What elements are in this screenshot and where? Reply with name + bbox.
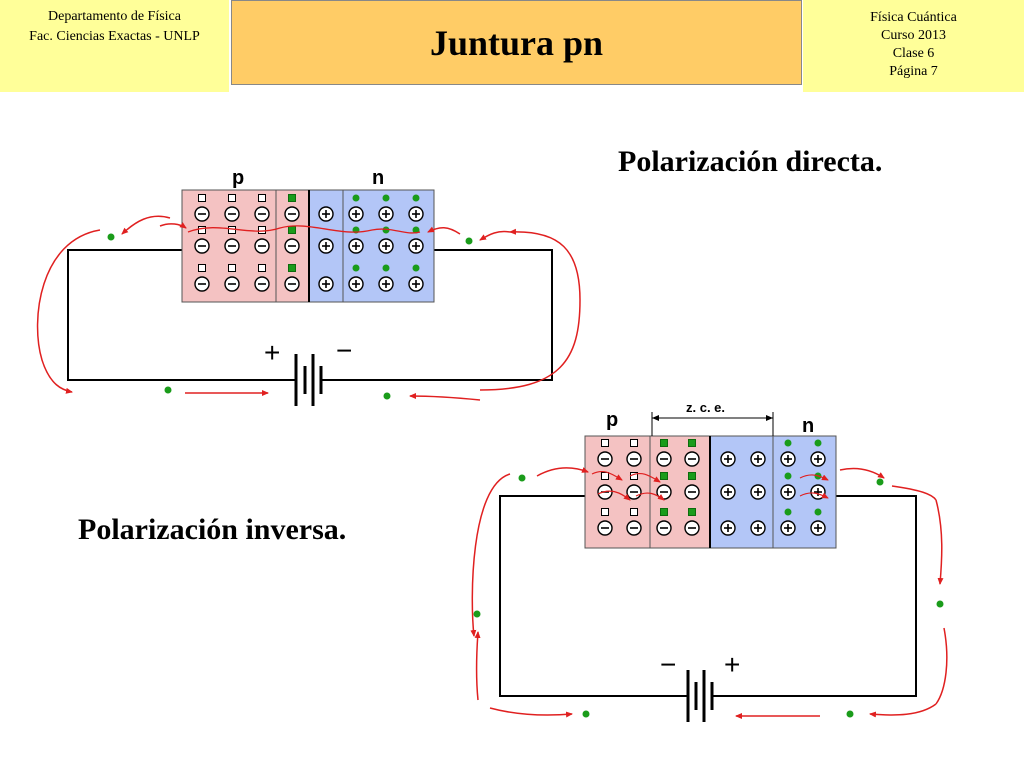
hole-marker	[630, 508, 638, 516]
electron-marker	[784, 439, 792, 447]
reverse-arrow-left-loop	[470, 473, 511, 637]
forward-diagram: + − p n	[36, 167, 581, 406]
electron-marker	[352, 194, 360, 202]
reverse-caption: Polarización inversa.	[78, 513, 347, 546]
header-course-info: Física Cuántica Curso 2013 Clase 6 Págin…	[803, 0, 1024, 92]
electron-marker	[382, 194, 390, 202]
hole-marker	[198, 226, 206, 234]
forward-arrow-left-loop	[36, 229, 101, 394]
course-label: Física Cuántica	[870, 10, 957, 25]
hole-marker	[601, 508, 609, 516]
hole-marker	[688, 508, 696, 516]
forward-arrow-right-loop	[479, 228, 581, 391]
reverse-arrow-left-top	[536, 467, 589, 477]
hole-marker	[228, 226, 236, 234]
reverse-arrow-right-top-2	[891, 485, 937, 501]
forward-battery	[294, 354, 323, 406]
reverse-wire-right	[712, 495, 917, 697]
electron-marker	[382, 264, 390, 272]
header-institution: Departamento de Física Fac. Ciencias Exa…	[0, 0, 229, 92]
forward-plus: +	[264, 337, 280, 368]
hole-marker	[228, 264, 236, 272]
forward-caption: Polarización directa.	[618, 145, 883, 178]
reverse-arrow-bottom-right	[869, 703, 937, 718]
forward-minus: −	[336, 335, 352, 366]
reverse-arrow-left-up	[474, 631, 481, 701]
hole-marker	[601, 439, 609, 447]
reverse-diagram: − + p n z. c. e.	[470, 400, 948, 722]
reverse-arrow-right-top	[839, 467, 885, 479]
forward-arrow-junction	[187, 225, 421, 234]
hole-marker	[660, 472, 668, 480]
electron-marker	[412, 226, 420, 234]
reverse-arrow-inner-2	[597, 490, 631, 501]
hole-marker	[258, 226, 266, 234]
hole-marker	[688, 439, 696, 447]
hole-marker	[688, 472, 696, 480]
hole-marker	[258, 194, 266, 202]
electron-marker	[784, 472, 792, 480]
reverse-lattice	[597, 439, 826, 536]
forward-arrow-right-top	[479, 230, 511, 241]
faculty-label: Fac. Ciencias Exactas - UNLP	[29, 29, 200, 44]
forward-arrow-inner-right	[427, 226, 461, 235]
reverse-wire-left	[499, 495, 688, 697]
department-label: Departamento de Física	[48, 9, 181, 24]
hole-marker	[601, 472, 609, 480]
header-title-box: Juntura pn	[231, 0, 802, 85]
hole-marker	[198, 264, 206, 272]
forward-arrow-inner-left	[159, 222, 187, 229]
year-label: Curso 2013	[881, 28, 946, 43]
electron-marker	[814, 508, 822, 516]
hole-marker	[660, 508, 668, 516]
reverse-arrow-inner-1	[591, 470, 623, 481]
forward-arrow-bottom-right	[409, 393, 481, 401]
forward-p-label: p	[232, 167, 244, 189]
reverse-n-label: n	[802, 415, 814, 437]
electron-marker	[412, 264, 420, 272]
hole-marker	[288, 226, 296, 234]
forward-n-label: n	[372, 167, 384, 189]
reverse-arrow-bottom-left	[489, 707, 573, 718]
class-label: Clase 6	[892, 46, 935, 61]
forward-wire-right	[320, 249, 553, 381]
electron-marker	[784, 508, 792, 516]
page-label: Página 7	[889, 64, 938, 79]
forward-lattice	[194, 194, 424, 292]
reverse-arrow-inner-4	[635, 492, 665, 501]
reverse-minus: −	[660, 649, 676, 680]
reverse-arrow-inner-6	[799, 492, 829, 499]
reverse-plus: +	[724, 649, 740, 680]
hole-marker	[288, 194, 296, 202]
zce-label: z. c. e.	[686, 400, 725, 415]
reverse-arrow-inner-5	[799, 474, 829, 481]
hole-marker	[228, 194, 236, 202]
forward-arrow-left-top	[121, 215, 171, 235]
hole-marker	[630, 439, 638, 447]
electron-marker	[352, 264, 360, 272]
page-title: Juntura pn	[429, 23, 604, 63]
reverse-arrow-inner-3	[629, 472, 661, 483]
hole-marker	[288, 264, 296, 272]
reverse-free-carriers	[473, 474, 944, 718]
hole-marker	[660, 439, 668, 447]
reverse-arrow-right-lower	[935, 627, 948, 705]
hole-marker	[198, 194, 206, 202]
electron-marker	[814, 439, 822, 447]
reverse-arrow-right-down	[935, 499, 944, 585]
forward-free-carriers	[107, 233, 473, 400]
hole-marker	[258, 264, 266, 272]
reverse-battery	[686, 670, 714, 722]
electron-marker	[412, 194, 420, 202]
forward-wire	[67, 249, 296, 381]
reverse-p-label: p	[606, 409, 618, 431]
